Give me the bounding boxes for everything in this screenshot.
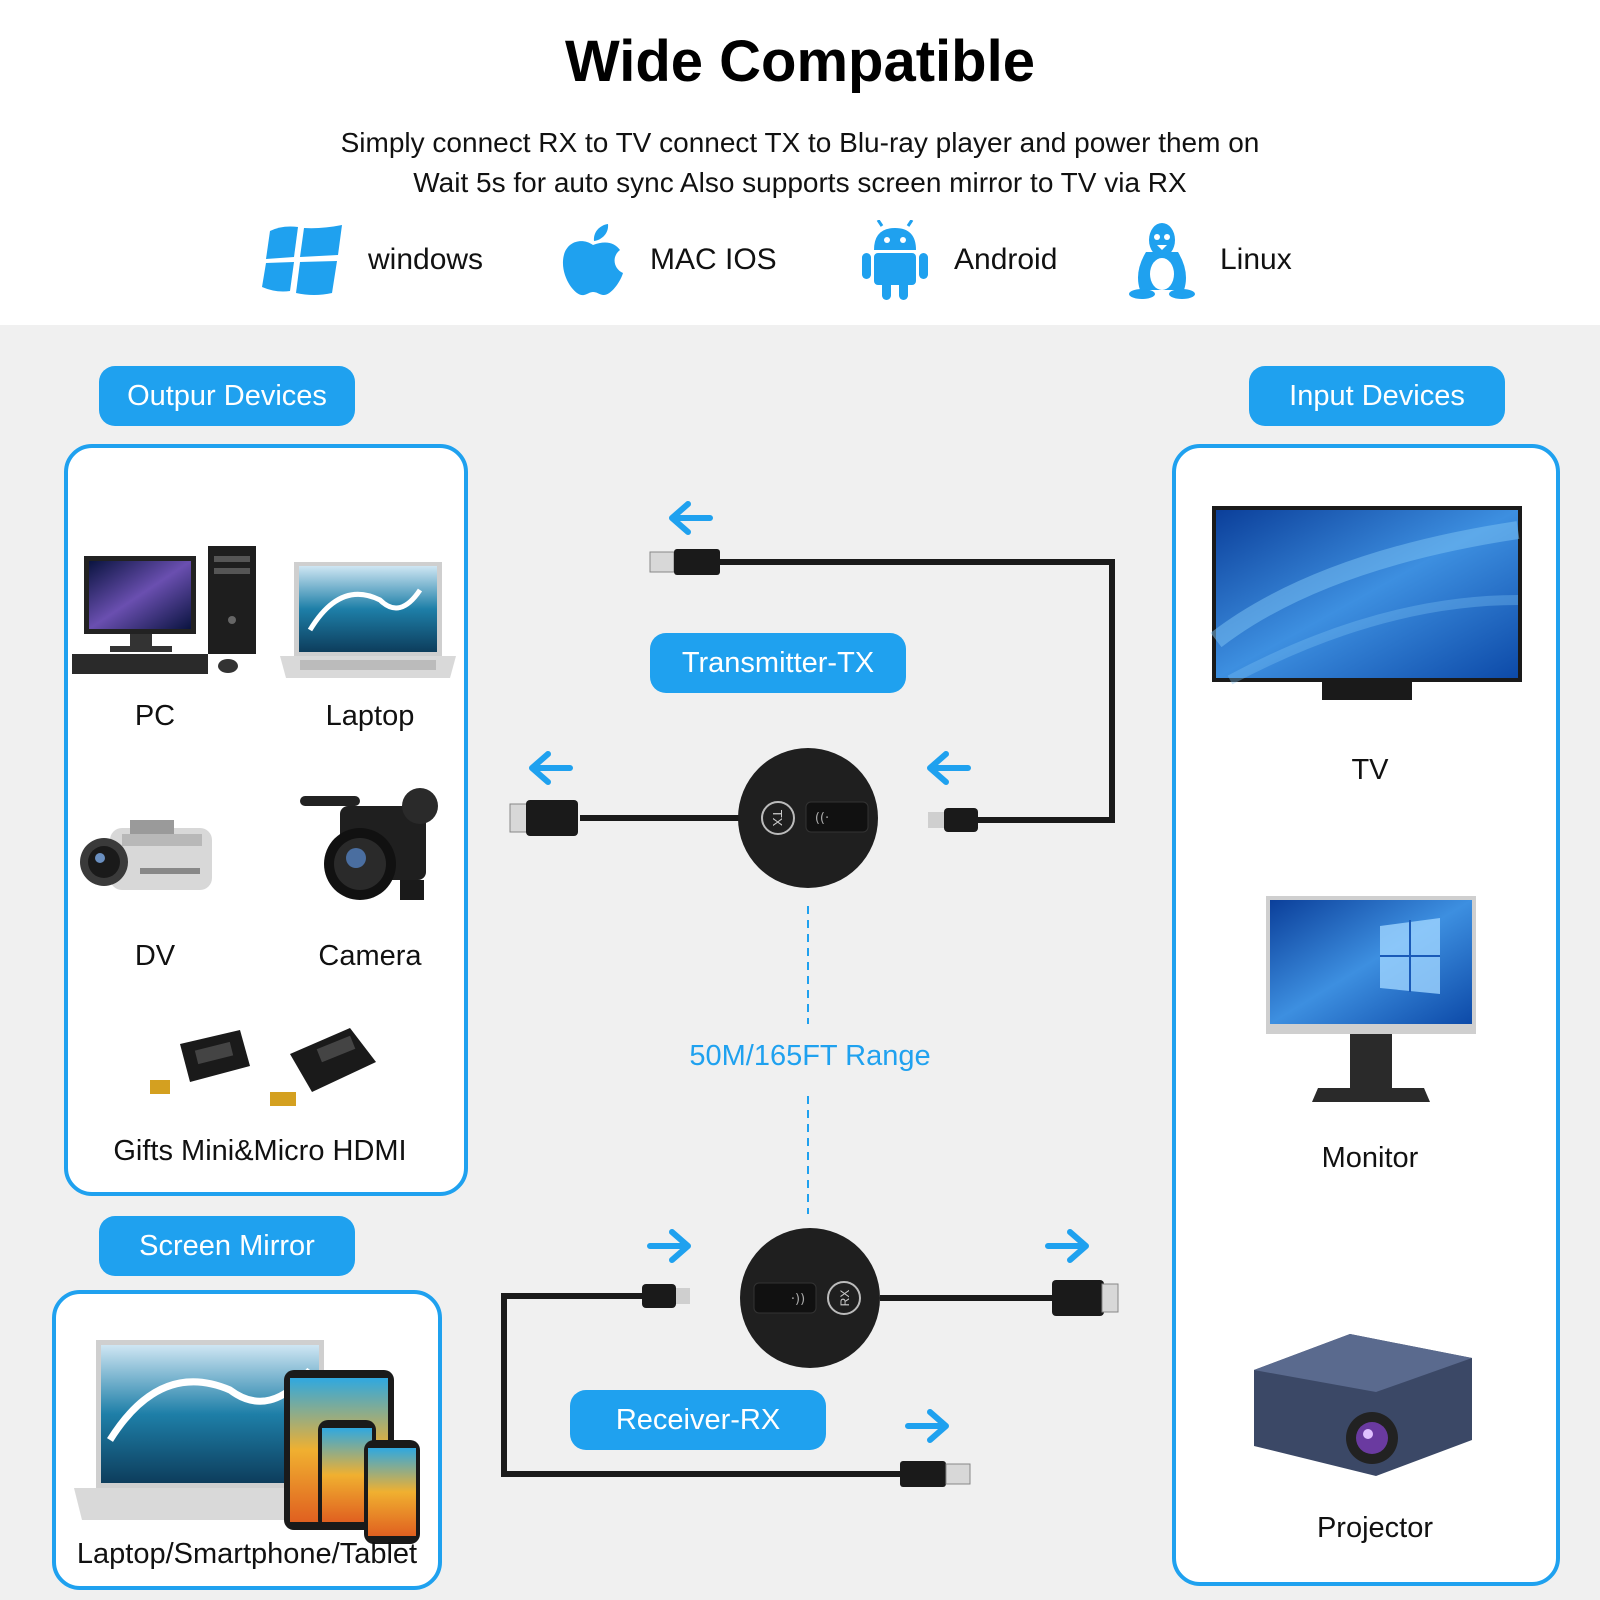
os-label: MAC IOS — [650, 243, 777, 276]
tx-usb-cable — [649, 549, 1115, 832]
device-label: Laptop/Smartphone/Tablet — [76, 1538, 418, 1570]
device-label: Monitor — [1321, 1142, 1419, 1174]
device-label: Laptop — [325, 700, 415, 732]
arrow-right-icon — [905, 1409, 949, 1443]
input-devices-heading: Input Devices — [1249, 366, 1505, 426]
monitor-illustration — [1266, 896, 1476, 1102]
arrow-left-icon — [529, 751, 573, 785]
os-label: Linux — [1220, 243, 1292, 276]
linux-icon — [1129, 223, 1195, 299]
screen-mirror-heading: Screen Mirror — [99, 1216, 355, 1276]
wifi-icon: ((· — [815, 811, 829, 826]
rx-badge-text: RX — [838, 1290, 852, 1307]
wifi-icon: ·)) — [791, 1292, 805, 1307]
arrow-right-icon — [647, 1229, 691, 1263]
arrow-right-icon — [1045, 1229, 1089, 1263]
page-title: Wide Compatible — [565, 29, 1035, 94]
subtitle-line-2: Wait 5s for auto sync Also supports scre… — [413, 167, 1187, 198]
output-devices-heading: Outpur Devices — [99, 366, 355, 426]
mirror-devices-illustration — [74, 1340, 420, 1544]
device-label: Projector — [1316, 1512, 1434, 1544]
rx-usb-cable — [501, 1284, 971, 1487]
arrow-left-icon — [927, 751, 971, 785]
device-label: Camera — [318, 940, 422, 972]
hdmi-adapter-illustration — [150, 1028, 376, 1106]
apple-icon — [562, 224, 623, 296]
tv-illustration — [1210, 506, 1522, 700]
projector-illustration — [1254, 1334, 1472, 1476]
laptop-illustration — [280, 562, 456, 678]
windows-icon — [262, 225, 342, 295]
rx-hdmi-cable — [880, 1280, 1119, 1316]
dv-illustration — [80, 820, 212, 890]
os-mac: MAC IOS — [560, 220, 777, 300]
android-icon — [862, 220, 928, 300]
rx-puck: ·)) RX — [740, 1228, 880, 1368]
device-label: TV — [1351, 754, 1389, 786]
os-label: Android — [954, 243, 1058, 276]
os-windows: windows — [262, 220, 483, 300]
subtitle-line-1: Simply connect RX to TV connect TX to Bl… — [340, 127, 1260, 158]
range-label: 50M/165FT Range — [689, 1040, 931, 1072]
receiver-label: Receiver-RX — [570, 1390, 826, 1450]
os-android: Android — [860, 220, 1057, 300]
pc-illustration — [72, 546, 256, 674]
header-section: Wide Compatible Simply connect RX to TV … — [0, 0, 1600, 325]
arrow-left-icon — [669, 501, 713, 535]
os-label: windows — [368, 243, 484, 276]
tx-hdmi-cable — [509, 800, 744, 836]
transmitter-label: Transmitter-TX — [650, 633, 906, 693]
device-label: Gifts Mini&Micro HDMI — [113, 1135, 407, 1167]
device-label: DV — [134, 940, 176, 972]
tx-badge-text: TX — [770, 810, 785, 827]
device-label: PC — [134, 700, 176, 732]
camera-illustration — [300, 788, 438, 900]
tx-puck: TX ((· — [738, 748, 878, 888]
os-linux: Linux — [1128, 220, 1292, 300]
